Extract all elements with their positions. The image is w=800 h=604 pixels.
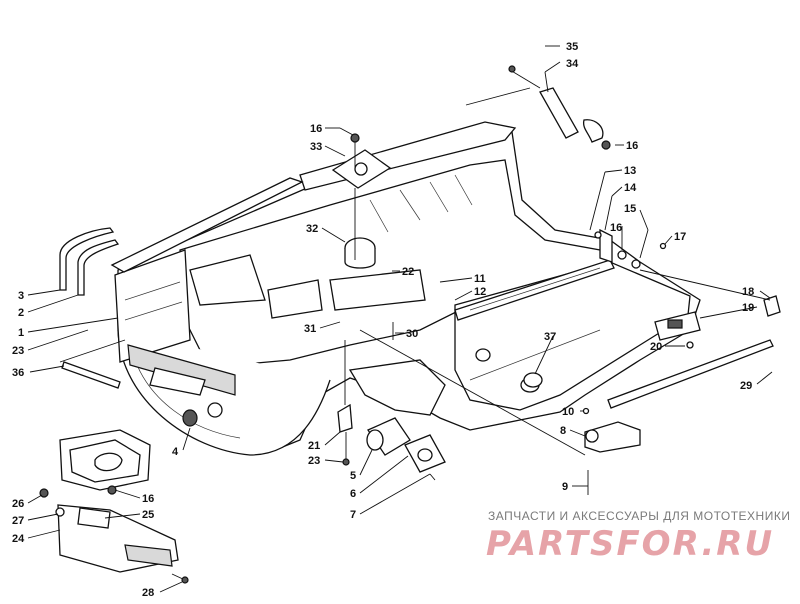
callout-11: 11	[474, 273, 486, 285]
callout-16: 16	[610, 222, 622, 234]
callout-23: 23	[308, 455, 320, 467]
callout-32: 32	[306, 223, 318, 235]
bumper-4	[182, 409, 198, 427]
callout-4: 4	[172, 446, 179, 458]
callout-18: 18	[742, 286, 754, 298]
callout-22: 22	[402, 266, 414, 278]
callout-29: 29	[740, 380, 752, 392]
callout-labels: 35 34 16 16 33 13 14 15 16 17 32 22 11 1…	[12, 41, 754, 599]
callout-10: 10	[562, 406, 574, 418]
callout-21: 21	[308, 440, 320, 452]
callout-16: 16	[142, 493, 154, 505]
callout-33: 33	[310, 141, 322, 153]
callout-7: 7	[350, 509, 356, 521]
callout-17: 17	[674, 231, 686, 243]
latch-assembly	[654, 295, 781, 349]
callout-8: 8	[560, 425, 566, 437]
callout-9: 9	[562, 481, 568, 493]
grommet-37	[523, 372, 543, 388]
lower-bracket-assembly	[39, 429, 189, 584]
callout-31: 31	[304, 323, 316, 335]
watermark-logo: PARTSFOR.RU	[486, 524, 775, 564]
callout-24: 24	[12, 533, 25, 545]
support-rod	[61, 361, 121, 389]
callout-13: 13	[624, 165, 636, 177]
watermark-tagline: ЗАПЧАСТИ И АКСЕССУАРЫ ДЛЯ МОТОТЕХНИКИ	[488, 509, 791, 523]
bracket-34	[508, 65, 611, 150]
starter-parts	[366, 417, 446, 481]
callout-5: 5	[350, 470, 356, 482]
callout-27: 27	[12, 515, 24, 527]
callout-15: 15	[624, 203, 636, 215]
callout-36: 36	[12, 367, 24, 379]
callout-25: 25	[142, 509, 154, 521]
callout-26: 26	[12, 498, 24, 510]
callout-30: 30	[406, 328, 418, 340]
callout-28: 28	[142, 587, 154, 599]
mount-plate	[331, 133, 392, 189]
callout-3: 3	[18, 290, 24, 302]
callout-12: 12	[474, 286, 486, 298]
switch-bracket	[582, 407, 641, 495]
callout-16: 16	[310, 123, 322, 135]
callout-35: 35	[566, 41, 578, 53]
callout-16: 16	[626, 140, 638, 152]
callout-20: 20	[650, 341, 662, 353]
callout-1: 1	[18, 327, 24, 339]
callout-19: 19	[742, 302, 754, 314]
callout-23: 23	[12, 345, 24, 357]
callout-34: 34	[566, 58, 579, 70]
side-rails	[454, 228, 774, 409]
leader-lines	[27, 45, 773, 593]
callout-6: 6	[350, 488, 356, 500]
trim-strips	[59, 177, 304, 296]
callout-37: 37	[544, 331, 556, 343]
center-bolts	[337, 322, 394, 466]
callout-2: 2	[18, 307, 24, 319]
callout-14: 14	[624, 182, 637, 194]
